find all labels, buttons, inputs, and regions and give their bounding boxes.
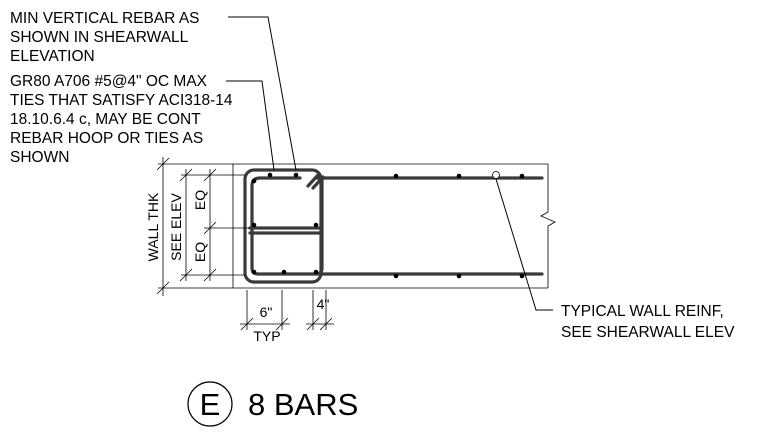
note-line: SEE SHEARWALL ELEV: [561, 324, 735, 341]
detail-tag-circle: [187, 381, 233, 427]
note-line: MIN VERTICAL REBAR AS: [10, 10, 200, 27]
note-line: SHOWN IN SHEARWALL: [10, 29, 189, 46]
note-ties: GR80 A706 #5@4" OC MAX TIES THAT SATISFY…: [10, 73, 233, 166]
spacing-dim-label: 4": [317, 296, 330, 312]
note-line: GR80 A706 #5@4" OC MAX: [10, 73, 208, 90]
wall-outline: [232, 163, 556, 289]
wall-thk-label: WALL THK: [145, 192, 161, 261]
note-min-vertical-rebar: MIN VERTICAL REBAR AS SHOWN IN SHEARWALL…: [10, 10, 200, 65]
note-typical-wall-reinf: TYPICAL WALL REINF, SEE SHEARWALL ELEV: [561, 303, 735, 341]
see-elev-label: SEE ELEV: [168, 192, 184, 260]
note-line: REBAR HOOP OR TIES AS: [10, 130, 203, 147]
horizontal-wall-bars: [314, 176, 544, 276]
boundary-ties: [243, 168, 325, 284]
detail-title-text: 8 BARS: [248, 387, 358, 422]
typ-label: TYP: [253, 328, 280, 344]
horizontal-dimensions: [240, 290, 334, 331]
vertical-dimensions: [156, 157, 250, 296]
eq-label-lower: EQ: [192, 242, 208, 262]
cover-dim-label: 6": [260, 304, 273, 320]
note-line: TYPICAL WALL REINF,: [561, 303, 724, 320]
note-line: ELEVATION: [10, 48, 95, 65]
rebar-dots: [251, 171, 525, 279]
detail-title: E 8 BARS: [187, 381, 358, 427]
note-line: TIES THAT SATISFY ACI318-14: [10, 92, 233, 109]
eq-label-upper: EQ: [192, 190, 208, 210]
note-line: 18.10.6.4 c, MAY BE CONT: [10, 111, 201, 128]
leader-lines: [226, 16, 553, 311]
note-line: SHOWN: [10, 149, 69, 166]
detail-tag: E: [200, 387, 221, 422]
